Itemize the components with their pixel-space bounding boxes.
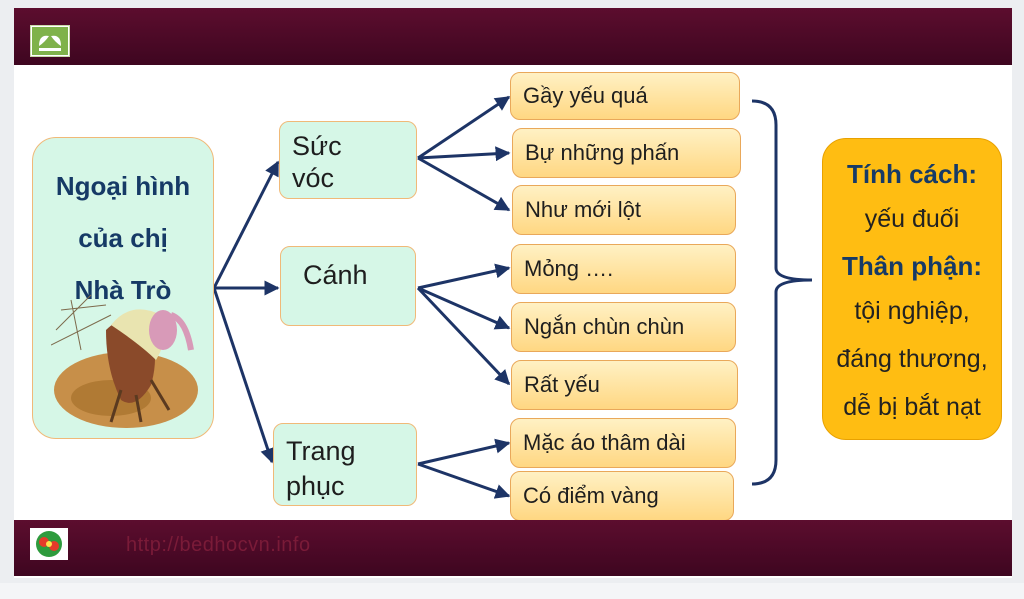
detail-item: Bự những phấn — [512, 128, 741, 178]
personality-value: yếu đuối — [864, 205, 960, 233]
arrow-to-detail-5 — [417, 286, 511, 330]
main-topic-box: Ngoại hình của chị Nhà Trò — [32, 137, 214, 439]
arrow-to-detail-7 — [417, 438, 511, 466]
arrow-to-detail-3 — [417, 156, 511, 212]
main-topic-title: Ngoại hình của chị Nhà Trò — [55, 171, 191, 305]
status-value-line: tội nghiệp, — [854, 297, 970, 325]
arrow-to-detail-8 — [417, 462, 511, 499]
category-suc-voc: Sức vóc — [279, 121, 417, 199]
category-trang-phuc: Trang phục — [273, 423, 417, 506]
personality-label: Tính cách: — [846, 159, 977, 189]
status-value-line: đáng thương, — [836, 345, 988, 373]
detail-item: Gầy yếu quá — [510, 72, 740, 120]
header-bar — [14, 8, 1012, 65]
detail-item: Ngắn chùn chùn — [511, 302, 736, 352]
detail-item: Mỏng …. — [511, 244, 736, 294]
summary-box: Tính cách: yếu đuối Thân phận: tội nghiệ… — [822, 138, 1002, 440]
detail-item: Mặc áo thâm dài — [510, 418, 736, 468]
detail-item: Như mới lột — [512, 185, 736, 235]
arrow-to-detail-2 — [417, 146, 511, 162]
arrow-main-to-suc-voc — [212, 160, 280, 289]
bottom-strip — [0, 583, 1024, 599]
status-label: Thân phận: — [841, 251, 983, 281]
cricket-illustration-icon — [51, 294, 198, 428]
right-brace — [751, 99, 813, 486]
category-canh: Cánh — [280, 246, 416, 326]
arrow-to-detail-4 — [417, 263, 511, 290]
detail-item: Có điểm vàng — [510, 471, 734, 521]
arrow-main-to-trang-phuc — [212, 287, 275, 464]
publisher-logo-icon — [30, 25, 70, 57]
arrow-to-detail-6 — [416, 286, 511, 386]
footer-url-link[interactable]: http://bedhocvn.info — [126, 534, 311, 556]
arrow-to-detail-1 — [417, 95, 511, 160]
site-logo-icon — [30, 528, 68, 560]
footer-bar — [14, 520, 1012, 576]
detail-item: Rất yếu — [511, 360, 738, 410]
status-value-line: dễ bị bắt nạt — [843, 393, 981, 421]
